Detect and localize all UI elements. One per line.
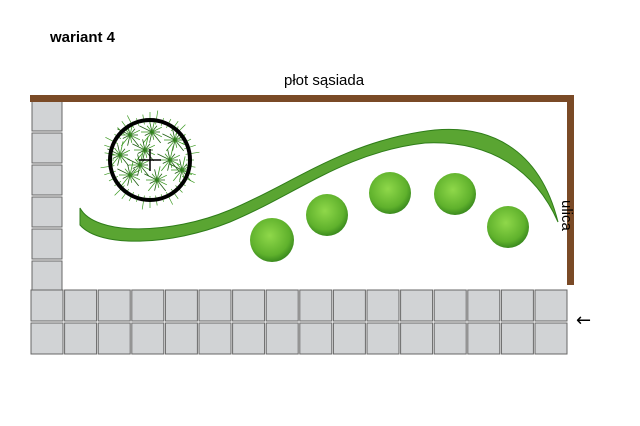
neighbor-fence — [30, 95, 573, 102]
paving-slab — [31, 196, 63, 228]
paving-slab — [30, 322, 64, 355]
paving-slab — [31, 132, 63, 164]
paving-slab — [232, 289, 266, 322]
curved-hedge — [79, 128, 559, 242]
garden-area — [65, 100, 568, 286]
street-label: ulica — [558, 200, 575, 231]
paving-slab — [534, 322, 568, 355]
paving-slab — [97, 289, 131, 322]
paving-slab — [232, 322, 266, 355]
paving-slab — [400, 289, 434, 322]
paving-slab — [265, 322, 299, 355]
paving-slab — [64, 322, 98, 355]
paving-slab — [500, 289, 534, 322]
shrub — [250, 218, 294, 262]
paving-slab — [400, 322, 434, 355]
paving-slab — [366, 289, 400, 322]
paving-slab — [30, 289, 64, 322]
paving-slab — [198, 289, 232, 322]
paving-slab — [164, 322, 198, 355]
paving-slab — [299, 289, 333, 322]
paving-slab — [332, 322, 366, 355]
paving-slab — [198, 322, 232, 355]
paving-slab — [467, 322, 501, 355]
paving-slab — [534, 289, 568, 322]
paving-slab — [366, 322, 400, 355]
paving-slab — [299, 322, 333, 355]
paving-slab — [31, 228, 63, 260]
paving-slab — [265, 289, 299, 322]
grass-tuft — [144, 166, 168, 192]
paving-slab — [433, 322, 467, 355]
tree-outline — [108, 118, 192, 202]
street-fence — [567, 95, 574, 285]
paving-slab — [500, 322, 534, 355]
shrub — [369, 172, 411, 214]
paving-left-column — [31, 100, 63, 292]
paving-bottom-path — [30, 289, 568, 355]
paving-slab — [97, 322, 131, 355]
tree-canopy-icon — [100, 110, 200, 210]
paving-slab — [64, 289, 98, 322]
fence-label: płot sąsiada — [284, 72, 365, 89]
shrub-group — [250, 172, 529, 262]
plan-title: wariant 4 — [50, 29, 116, 46]
grass-tuft — [139, 118, 163, 144]
paving-slab — [31, 164, 63, 196]
shrub — [306, 194, 348, 236]
paving-slab — [31, 260, 63, 292]
paving-slab — [467, 289, 501, 322]
shrub — [487, 206, 529, 248]
paving-slab — [131, 322, 165, 355]
paving-slab — [131, 289, 165, 322]
arrow-left-icon: ← — [576, 310, 592, 331]
paving-slab — [433, 289, 467, 322]
paving-slab — [31, 100, 63, 132]
paving-slab — [164, 289, 198, 322]
paving-slab — [332, 289, 366, 322]
shrub — [434, 173, 476, 215]
